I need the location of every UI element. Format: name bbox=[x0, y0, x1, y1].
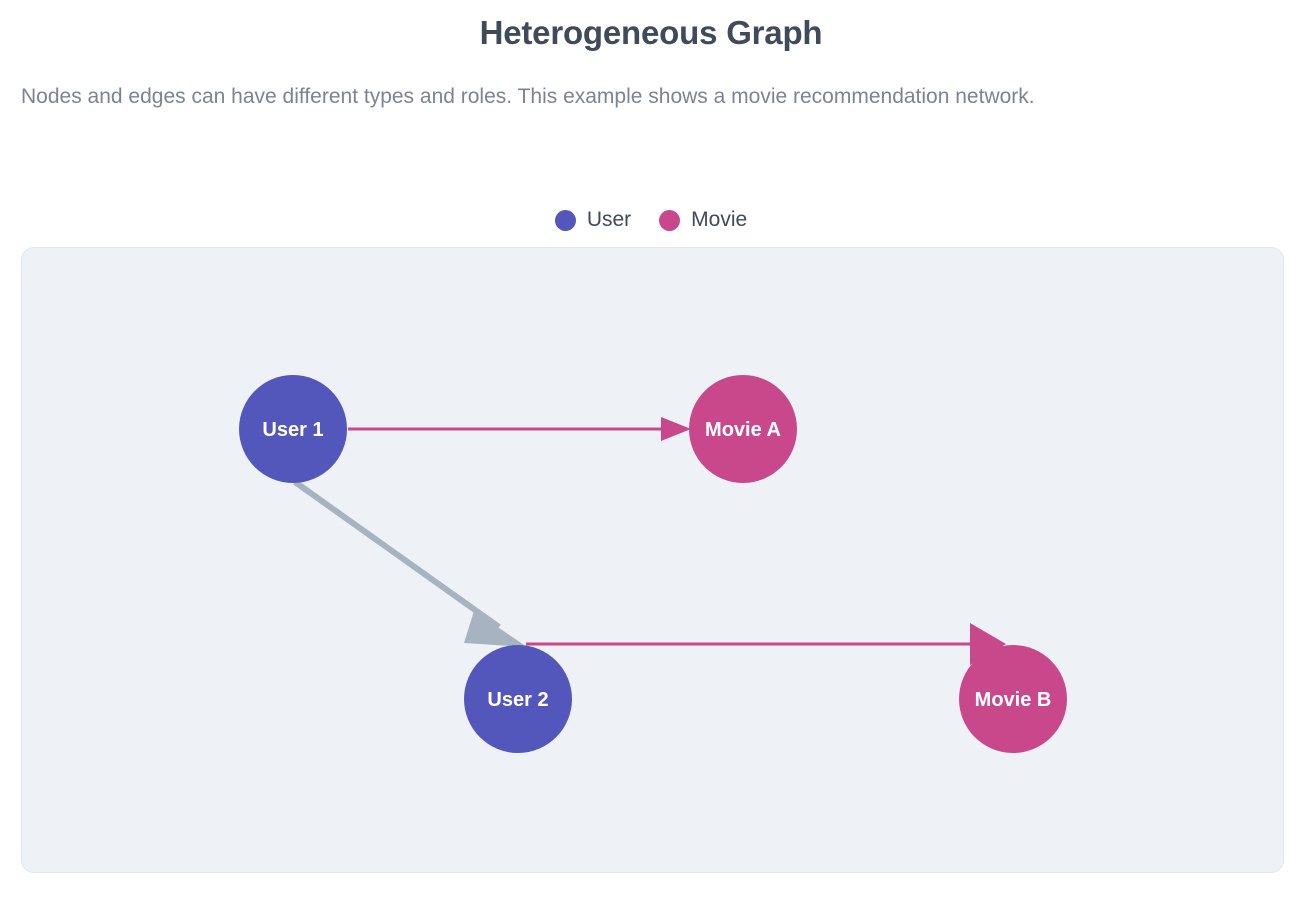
page-description: Nodes and edges can have different types… bbox=[21, 85, 1035, 108]
node-label-movieA: Movie A bbox=[705, 419, 781, 441]
arrowhead-icon bbox=[661, 417, 691, 441]
graph-node-user1[interactable]: User 1 bbox=[239, 375, 347, 483]
legend-item-movie[interactable]: Movie bbox=[659, 208, 747, 232]
graph-svg[interactable]: User 1 Movie A User 2 Movie B bbox=[22, 248, 1284, 873]
page-title: Heterogeneous Graph bbox=[479, 14, 823, 51]
legend-item-user[interactable]: User bbox=[554, 208, 632, 232]
graph-canvas-panel[interactable]: User 1 Movie A User 2 Movie B bbox=[21, 247, 1284, 873]
node-circle bbox=[689, 375, 797, 483]
edge-line bbox=[293, 479, 501, 630]
legend-label-movie: Movie bbox=[691, 208, 748, 231]
graph-legend: User Movie bbox=[0, 208, 1302, 232]
legend-swatch-movie-icon bbox=[659, 209, 681, 231]
legend-swatch-user-icon bbox=[554, 209, 576, 231]
node-label-user1: User 1 bbox=[262, 419, 323, 441]
edge-user1-to-movieA[interactable] bbox=[348, 417, 691, 441]
node-label-movieB: Movie B bbox=[975, 689, 1052, 711]
graph-node-movieA[interactable]: Movie A bbox=[689, 375, 797, 483]
node-circle bbox=[239, 375, 347, 483]
edge-user2-to-movieB[interactable] bbox=[526, 623, 1006, 665]
graph-node-movieB[interactable]: Movie B bbox=[959, 645, 1067, 753]
node-circle bbox=[464, 645, 572, 753]
node-label-user2: User 2 bbox=[487, 689, 548, 711]
arrowhead-icon bbox=[464, 611, 527, 647]
node-circle bbox=[959, 645, 1067, 753]
graph-node-user2[interactable]: User 2 bbox=[464, 645, 572, 753]
legend-label-user: User bbox=[586, 208, 632, 231]
edge-user1-to-user2[interactable] bbox=[293, 479, 527, 647]
arrowhead-icon bbox=[970, 623, 1006, 665]
